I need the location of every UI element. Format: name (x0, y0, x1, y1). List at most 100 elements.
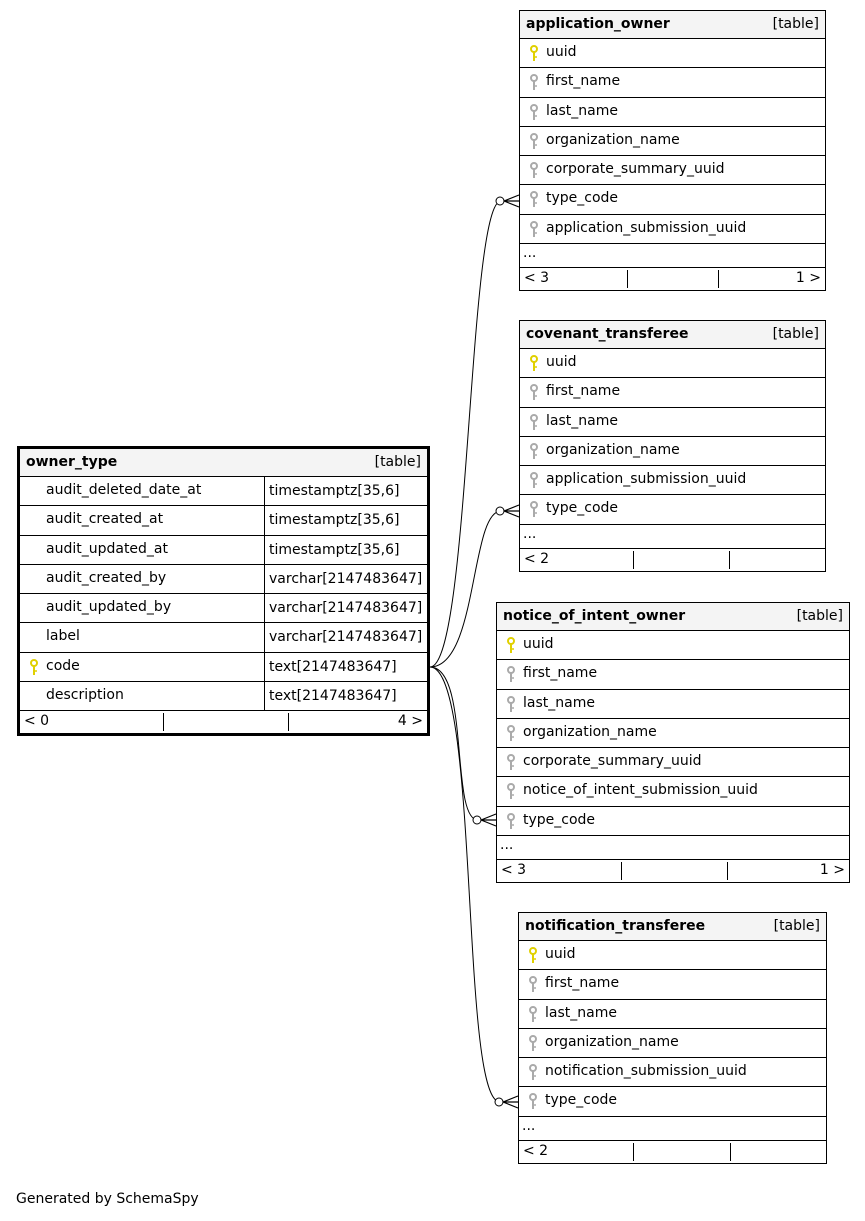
footer-divider (621, 862, 622, 881)
column-row: first_name (520, 378, 825, 408)
zero-cardinality-marker (494, 1097, 504, 1107)
parent-count: < 3 (524, 270, 550, 287)
index-key-icon (529, 191, 539, 208)
many-cardinality-marker (480, 813, 497, 827)
column-row: corporate_summary_uuid (520, 156, 825, 186)
primary-key-icon (529, 45, 539, 62)
column-name: organization_name (546, 441, 680, 458)
column-name: corporate_summary_uuid (523, 753, 702, 770)
table-footer: < 2 (519, 1141, 826, 1163)
table-header: covenant_transferee[table] (520, 321, 825, 349)
column-row: type_code (497, 807, 849, 837)
footer-divider (729, 550, 730, 569)
column-row: organization_name (497, 719, 849, 749)
column-name: organization_name (523, 723, 657, 740)
column-row: organization_name (519, 1029, 826, 1059)
column-row: last_name (520, 408, 825, 437)
column-row: audit_updated_by varchar[2147483647] (20, 594, 427, 624)
column-name: uuid (545, 946, 576, 962)
zero-cardinality-marker (472, 815, 482, 825)
table-name: owner_type (26, 454, 118, 470)
column-type: timestamptz[35,6] (264, 477, 427, 506)
column-name: notice_of_intent_submission_uuid (523, 782, 758, 799)
column-name: last_name (546, 412, 618, 429)
footer-divider (633, 550, 634, 569)
column-name: last_name (545, 1004, 617, 1021)
edge-application-owner (429, 200, 502, 668)
column-name: organization_name (545, 1033, 679, 1050)
table-type-tag: [table] (796, 608, 843, 624)
index-key-icon (529, 384, 539, 401)
column-row: notification_submission_uuid (519, 1058, 826, 1088)
table-footer: < 2 (520, 549, 825, 571)
footer-divider (730, 1142, 731, 1161)
footer-divider (627, 270, 628, 289)
column-row: notice_of_intent_submission_uuid (497, 777, 849, 807)
column-row: organization_name (520, 127, 825, 157)
more-columns-ellipsis: ... (519, 1117, 826, 1141)
child-count: 1 > (795, 270, 821, 287)
column-row: uuid (519, 941, 826, 971)
index-key-icon (528, 1034, 538, 1052)
column-name: description (46, 687, 124, 704)
column-row: uuid (497, 631, 849, 661)
parent-count: < 2 (524, 550, 550, 567)
more-columns-ellipsis: ... (520, 525, 825, 549)
column-type: varchar[2147483647] (264, 564, 427, 594)
column-row: organization_name (520, 437, 825, 467)
index-key-icon (506, 695, 516, 713)
column-row: corporate_summary_uuid (497, 748, 849, 778)
edge-notice-of-intent-owner (429, 666, 479, 821)
index-key-icon (529, 220, 539, 238)
index-key-icon (529, 132, 539, 150)
column-row: application_submission_uuid (520, 466, 825, 496)
column-type: text[2147483647] (264, 652, 427, 682)
column-name: audit_updated_by (46, 599, 172, 616)
index-key-icon (528, 1064, 538, 1081)
column-type: text[2147483647] (264, 682, 427, 711)
parent-count: < 3 (501, 862, 527, 879)
column-row: first_name (497, 660, 849, 690)
column-type: timestamptz[35,6] (264, 535, 427, 564)
column-name: code (46, 657, 80, 674)
table-type-tag: [table] (773, 918, 820, 934)
column-row: audit_created_at timestamptz[35,6] (20, 506, 427, 536)
column-name: uuid (523, 636, 554, 652)
index-key-icon (506, 812, 516, 830)
column-name: audit_created_at (46, 511, 164, 528)
column-name: organization_name (546, 131, 680, 148)
footer-divider (288, 713, 289, 732)
table-name: notification_transferee (525, 918, 706, 934)
zero-cardinality-marker (495, 196, 505, 206)
column-row: type_code (519, 1087, 826, 1117)
index-key-icon (529, 413, 539, 431)
table-header: notice_of_intent_owner[table] (497, 603, 849, 631)
parent-count: < 0 (24, 713, 50, 730)
column-row: description text[2147483647] (20, 682, 427, 712)
child-count: 1 > (819, 862, 845, 879)
primary-key-icon (529, 355, 539, 372)
column-row: type_code (520, 495, 825, 525)
table-type-tag: [table] (374, 454, 421, 470)
column-row: type_code (520, 185, 825, 215)
column-type: timestamptz[35,6] (264, 506, 427, 535)
index-key-icon (529, 74, 539, 91)
column-type: varchar[2147483647] (264, 594, 427, 623)
table-footer: < 3 1 > (520, 268, 825, 290)
column-row: last_name (519, 1000, 826, 1029)
column-row: last_name (520, 98, 825, 127)
column-name: first_name (545, 975, 620, 992)
column-row: code text[2147483647] (20, 652, 427, 683)
column-row: application_submission_uuid (520, 215, 825, 245)
footer-divider (727, 862, 728, 881)
column-name: application_submission_uuid (546, 471, 747, 488)
table-name: application_owner (526, 16, 670, 32)
footer-divider (163, 713, 164, 732)
index-key-icon (529, 103, 539, 121)
column-name: last_name (523, 694, 595, 711)
index-key-icon (529, 501, 539, 518)
column-row: first_name (519, 970, 826, 1000)
